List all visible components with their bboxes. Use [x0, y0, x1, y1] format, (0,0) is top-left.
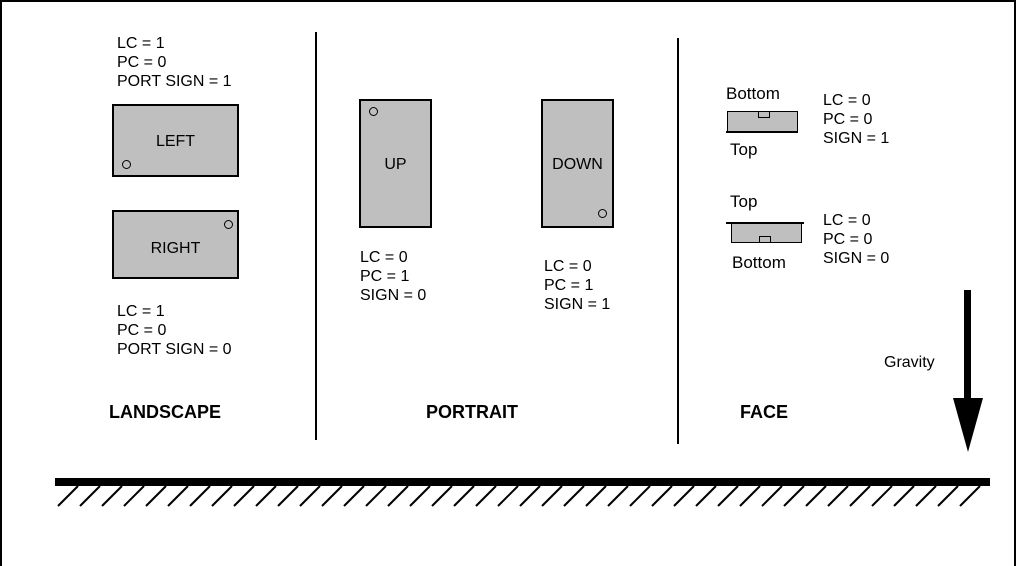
right-values: LC = 1 PC = 0 PORT SIGN = 0: [117, 302, 232, 359]
device-left-label: LEFT: [155, 133, 196, 150]
hatch-mark: [717, 485, 739, 507]
device-right-label: RIGHT: [150, 240, 201, 257]
face1-above-label: Bottom: [726, 84, 780, 103]
device-right: RIGHT: [112, 210, 239, 279]
hatch-mark: [123, 485, 145, 507]
hatch-mark: [167, 485, 189, 507]
gravity-label: Gravity: [884, 354, 935, 371]
hatch-mark: [915, 485, 937, 507]
ground-hatching: [55, 478, 990, 507]
face-heading: FACE: [740, 402, 789, 422]
hatch-mark: [937, 485, 959, 507]
up-pc: PC = 1: [360, 268, 410, 285]
up-sign: SIGN = 0: [360, 287, 427, 304]
face1-values: LC = 0 PC = 0 SIGN = 1: [823, 91, 889, 148]
hatch-mark: [343, 485, 365, 507]
hatch-mark: [673, 485, 695, 507]
hatch-mark: [959, 485, 981, 507]
hatch-mark: [299, 485, 321, 507]
right-corner-dot: [224, 220, 233, 229]
hatch-mark: [145, 485, 167, 507]
hatch-mark: [189, 485, 211, 507]
face2-topline: [726, 222, 804, 224]
hatch-mark: [101, 485, 123, 507]
down-lc: LC = 0: [544, 258, 592, 275]
hatch-mark: [277, 485, 299, 507]
hatch-mark: [893, 485, 915, 507]
face1-sign: SIGN = 1: [823, 130, 890, 147]
device-down-label: DOWN: [552, 156, 603, 173]
right-sign: PORT SIGN = 0: [117, 341, 232, 358]
down-sign: SIGN = 1: [544, 296, 611, 313]
hatch-mark: [453, 485, 475, 507]
hatch-mark: [519, 485, 541, 507]
hatch-mark: [497, 485, 519, 507]
device-left: LEFT: [112, 104, 239, 177]
hatch-mark: [57, 485, 79, 507]
hatch-mark: [475, 485, 497, 507]
face1-display: [758, 111, 770, 118]
hatch-mark: [695, 485, 717, 507]
hatch-mark: [761, 485, 783, 507]
device-up: UP: [359, 99, 432, 228]
hatch-mark: [739, 485, 761, 507]
face2-lc: LC = 0: [823, 212, 871, 229]
face2-below-label: Bottom: [732, 253, 786, 272]
hatch-mark: [541, 485, 563, 507]
face1-pc: PC = 0: [823, 111, 873, 128]
hatch-mark: [255, 485, 277, 507]
face2-above-label: Top: [730, 192, 758, 211]
left-corner-dot: [122, 160, 131, 169]
hatch-mark: [629, 485, 651, 507]
hatch-mark: [211, 485, 233, 507]
right-lc: LC = 1: [117, 303, 165, 320]
down-pc: PC = 1: [544, 277, 594, 294]
face1-baseline: [726, 131, 798, 133]
hatch-mark: [387, 485, 409, 507]
left-values: LC = 1 PC = 0 PORT SIGN = 1: [117, 34, 232, 91]
gravity-arrow-icon: [953, 290, 983, 452]
up-corner-dot: [369, 107, 378, 116]
portrait-heading: PORTRAIT: [426, 402, 518, 422]
landscape-heading: LANDSCAPE: [109, 402, 222, 422]
hatch-mark: [607, 485, 629, 507]
left-sign: PORT SIGN = 1: [117, 73, 232, 90]
device-down: DOWN: [541, 99, 614, 228]
hatch-mark: [827, 485, 849, 507]
down-values: LC = 0 PC = 1 SIGN = 1: [544, 257, 610, 314]
face2-pc: PC = 0: [823, 231, 873, 248]
face2-sign: SIGN = 0: [823, 250, 890, 267]
divider-1: [315, 32, 317, 440]
hatch-mark: [409, 485, 431, 507]
left-pc: PC = 0: [117, 54, 167, 71]
device-up-label: UP: [384, 156, 407, 173]
hatch-mark: [585, 485, 607, 507]
hatch-mark: [431, 485, 453, 507]
hatch-mark: [79, 485, 101, 507]
right-pc: PC = 0: [117, 322, 167, 339]
hatch-mark: [871, 485, 893, 507]
hatch-mark: [563, 485, 585, 507]
face1-lc: LC = 0: [823, 92, 871, 109]
face1-below-label: Top: [730, 140, 758, 159]
hatch-mark: [651, 485, 673, 507]
up-lc: LC = 0: [360, 249, 408, 266]
hatch-mark: [365, 485, 387, 507]
hatch-mark: [849, 485, 871, 507]
hatch-mark: [233, 485, 255, 507]
hatch-mark: [783, 485, 805, 507]
hatch-mark: [805, 485, 827, 507]
down-corner-dot: [598, 209, 607, 218]
face2-display: [759, 236, 771, 243]
up-values: LC = 0 PC = 1 SIGN = 0: [360, 248, 426, 305]
divider-2: [677, 38, 679, 444]
hatch-mark: [321, 485, 343, 507]
face2-values: LC = 0 PC = 0 SIGN = 0: [823, 211, 889, 268]
left-lc: LC = 1: [117, 35, 165, 52]
